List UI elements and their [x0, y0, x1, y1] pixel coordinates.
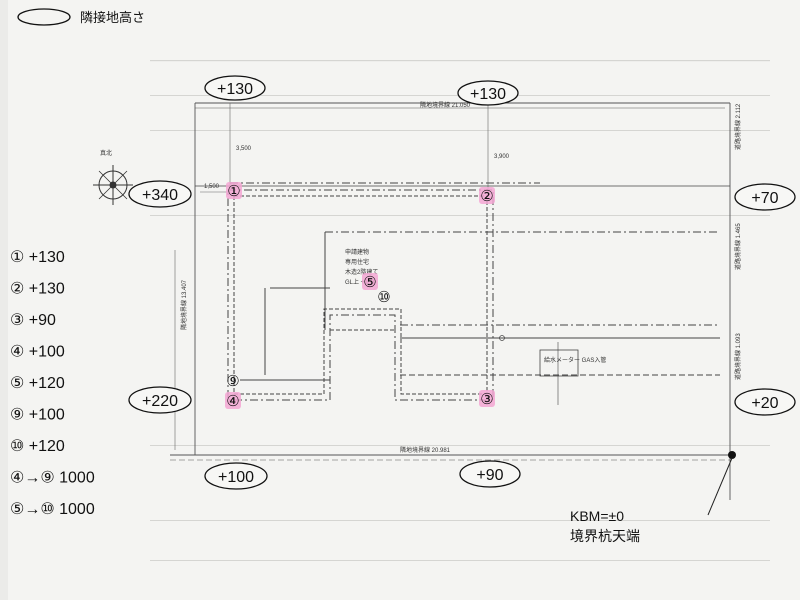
dim-top-left: 3,500 [236, 146, 252, 152]
point-markers: ① ② ③ ④ ⑤ ⑨ ⑩ [225, 182, 495, 410]
left-boundary-label: 隣地境界線 13.407 [180, 279, 188, 330]
dim-top-right: 3,900 [494, 154, 510, 160]
point-1: ① [227, 183, 240, 200]
building-label-4: GL上 +300 [345, 278, 375, 286]
neighbor-height-ovals: +130 +130 +340 +70 +220 +20 +100 +90 [128, 75, 796, 490]
point-5: ⑤ [363, 274, 376, 291]
height-top-right: +130 [470, 86, 506, 103]
building-label-2: 専用住宅 [345, 258, 369, 266]
height-left-lower: +220 [142, 393, 178, 410]
site-boundary [170, 102, 731, 500]
kbm-description: 境界杭天端 [570, 528, 640, 544]
kbm-value: KBM=±0 [570, 508, 624, 524]
legend-list-item: ① +130 [10, 249, 65, 266]
legend-oval [17, 8, 71, 26]
height-bottom-right: +90 [476, 467, 503, 484]
point-4: ④ [226, 393, 239, 410]
point-2: ② [480, 188, 493, 205]
legend-list: ① +130 ② +130 ③ +90 ④ +100 ⑤ +120 ⑨ +100 ⑩ +12… [10, 249, 95, 518]
point-9: ⑨ [226, 373, 239, 390]
top-boundary-label: 隣地境界線 21.050 [420, 101, 471, 109]
height-top-left: +130 [217, 81, 253, 98]
building-outline [195, 182, 730, 401]
legend-list-item: ⑨ +100 [10, 407, 65, 424]
legend-list-item: ④ +100 [10, 344, 65, 361]
point-3: ③ [480, 391, 493, 408]
kbm-marker-icon [728, 451, 736, 459]
dim-left: 1,500 [204, 184, 220, 190]
legend-list-item: ⑤ +120 [10, 375, 65, 392]
legend-label: 隣接地高さ [80, 10, 145, 25]
point-10: ⑩ [377, 289, 390, 306]
legend-list-item: ② +130 [10, 281, 65, 298]
bottom-boundary-label: 隣地境界線 20.981 [400, 446, 451, 454]
paper-sheet [8, 0, 800, 600]
right-boundary-lower-label: 道路境界線 1.093 [734, 333, 742, 380]
height-right-lower: +20 [751, 395, 778, 412]
height-right-upper: +70 [751, 190, 778, 207]
legend-list-item: ⑤→⑩ 1000 [10, 501, 95, 518]
kbm-leader-line [707, 457, 733, 516]
meter-box: 給水メーター GAS入管 [539, 342, 606, 405]
meter-box-label: 給水メーター GAS入管 [544, 356, 606, 364]
dimension-lines [174, 103, 489, 450]
right-boundary-upper-label: 道路境界線 2.112 [734, 103, 742, 150]
building-label-3: 木造2階建て [345, 268, 378, 276]
legend-list-item: ④→⑨ 1000 [10, 470, 95, 487]
building-label-1: 申請建物 [345, 248, 369, 256]
right-boundary-mid-label: 道路境界線 1.465 [734, 223, 742, 270]
legend-list-item: ③ +90 [10, 312, 56, 329]
height-bottom-left: +100 [218, 469, 254, 486]
height-left-upper: +340 [142, 187, 178, 204]
compass-icon [93, 165, 133, 205]
legend-list-item: ⑩ +120 [10, 438, 65, 455]
compass-label: 真北 [100, 149, 112, 157]
